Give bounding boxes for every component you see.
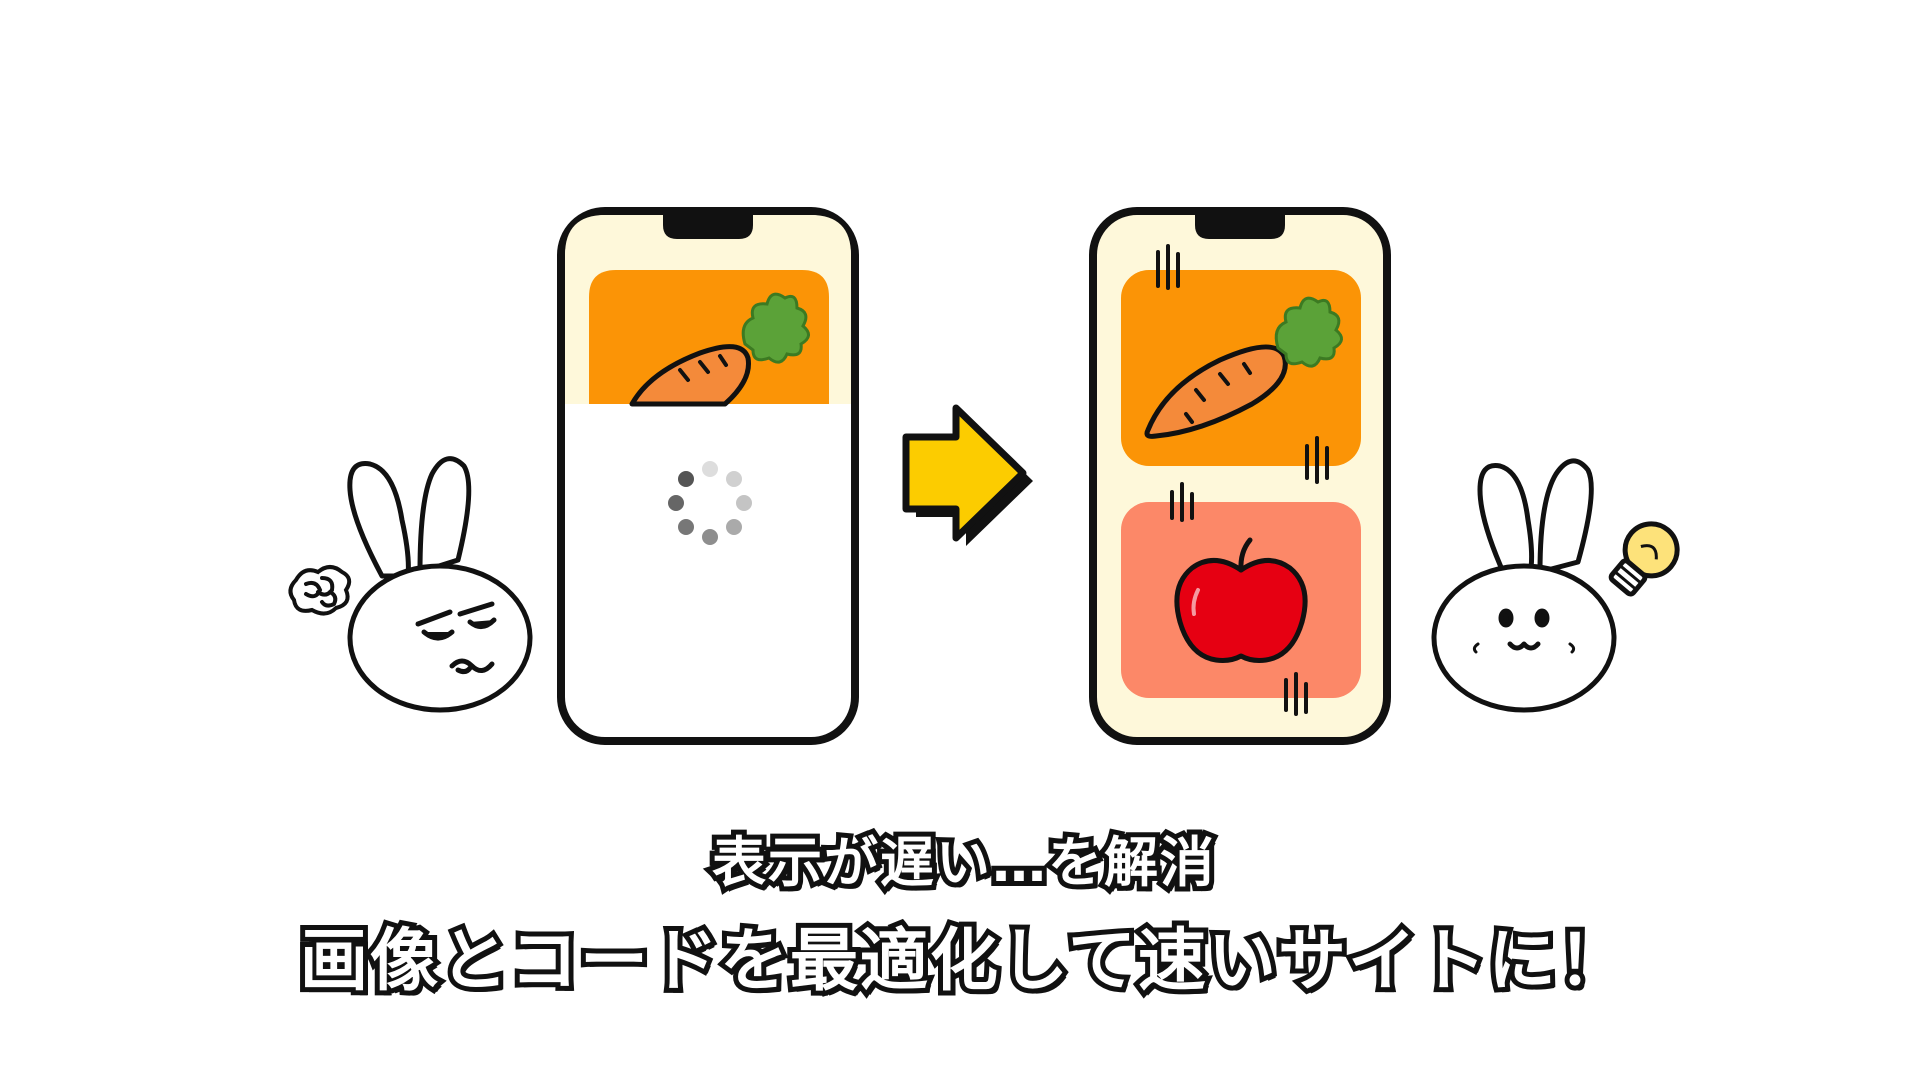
speed-lines [1156,244,1329,716]
right-arrow-icon [902,404,1033,546]
phone-notch [1195,213,1285,239]
fast-phone [1089,207,1391,745]
caption-title: 画像とコードを最適化して速いサイトに！ [295,917,1631,1006]
apple-icon [1174,537,1308,663]
happy-rabbit [1431,458,1617,713]
lightbulb-icon [1608,521,1680,597]
phone-notch [663,213,753,239]
carrot-icon [629,292,810,407]
loading-spinner-icon [668,461,752,545]
caption-subtitle: 表示が遅い…を解消 [707,826,1219,899]
annoyed-rabbit [347,456,533,713]
carrot-icon [1144,296,1343,439]
slow-phone [557,207,859,745]
frustration-scribble-icon [288,565,352,616]
